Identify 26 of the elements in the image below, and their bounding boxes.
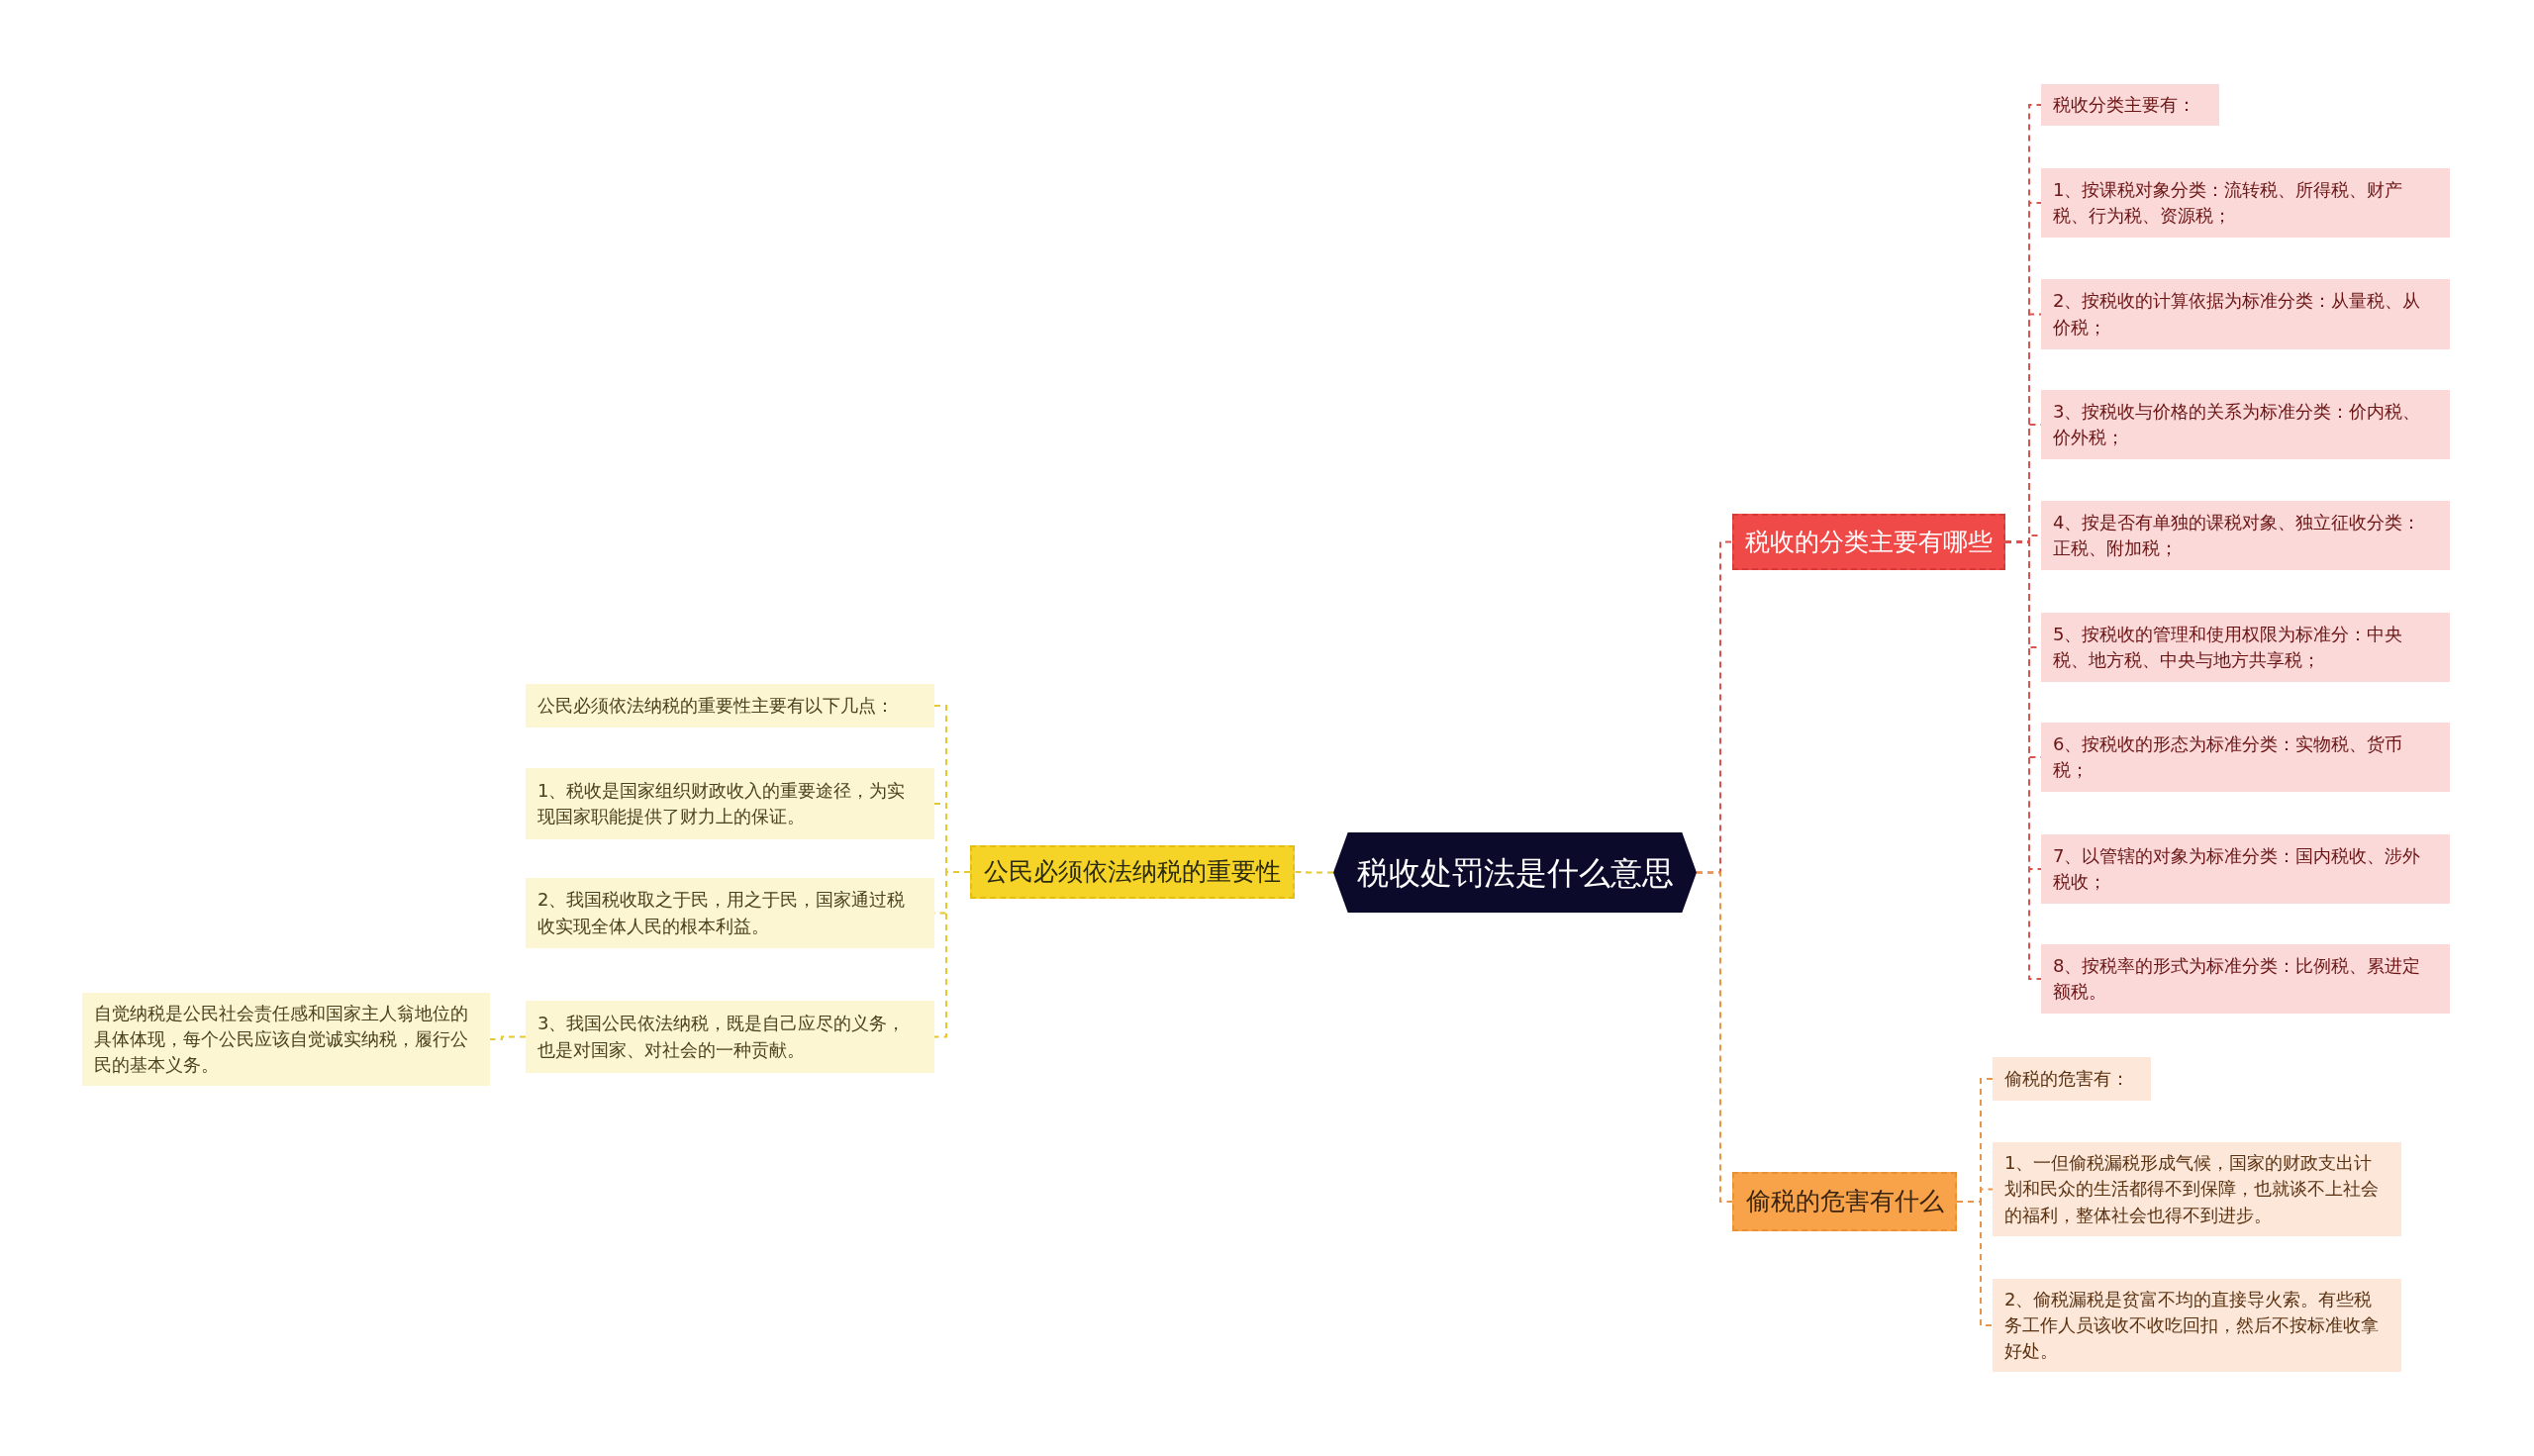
central-topic: 税收处罚法是什么意思 [1333,832,1697,913]
branch-topic: 偷税的危害有什么 [1732,1172,1957,1231]
connector-line [489,1035,527,1040]
subtopic-card: 6、按税收的形态为标准分类：实物税、货币税； [2041,723,2450,792]
subtopic-card: 2、偷税漏税是贫富不均的直接导火索。有些税务工作人员该收不收吃回扣，然后不按标准收拿好处。 [1993,1279,2401,1372]
subtopic-card: 5、按税收的管理和使用权限为标准分：中央税、地方税、中央与地方共享税； [2041,613,2450,682]
connector-line [1696,871,1733,1203]
subtopic-card: 3、我国公民依法纳税，既是自己应尽的义务，也是对国家、对社会的一种贡献。 [526,1001,934,1073]
branch-topic: 税收的分类主要有哪些 [1732,514,2005,570]
connector-line [1294,871,1334,874]
subtopic-card: 1、按课税对象分类：流转税、所得税、财产税、行为税、资源税； [2041,168,2450,238]
subtopic-card: 税收分类主要有： [2041,84,2219,126]
subtopic-card: 3、按税收与价格的关系为标准分类：价内税、价外税； [2041,390,2450,459]
subtopic-card: 7、以管辖的对象为标准分类：国内税收、涉外税收； [2041,834,2450,904]
branch-topic: 公民必须依法纳税的重要性 [970,845,1295,899]
subtopic-card: 1、一但偷税漏税形成气候，国家的财政支出计划和民众的生活都得不到保障，也就谈不上社会的福利，整体社会也得不到进步。 [1993,1142,2401,1236]
subtopic-card: 2、按税收的计算依据为标准分类：从量税、从价税； [2041,279,2450,349]
subtopic-card: 4、按是否有单独的课税对象、独立征收分类：正税、附加税； [2041,501,2450,570]
subtopic-card: 1、税收是国家组织财政收入的重要途径，为实现国家职能提供了财力上的保证。 [526,768,934,839]
connector-line [933,871,971,1038]
subtopic-card: 偷税的危害有： [1993,1057,2151,1101]
connector-line [1956,1201,1994,1326]
subtopic-card: 2、我国税收取之于民，用之于民，国家通过税收实现全体人民的根本利益。 [526,878,934,948]
subtopic-card: 自觉纳税是公民社会责任感和国家主人翁地位的具体体现，每个公民应该自觉诚实纳税，履行公民的基本义务。 [82,993,490,1086]
subtopic-card: 公民必须依法纳税的重要性主要有以下几点： [526,684,934,728]
subtopic-card: 8、按税率的形式为标准分类：比例税、累进定额税。 [2041,944,2450,1014]
